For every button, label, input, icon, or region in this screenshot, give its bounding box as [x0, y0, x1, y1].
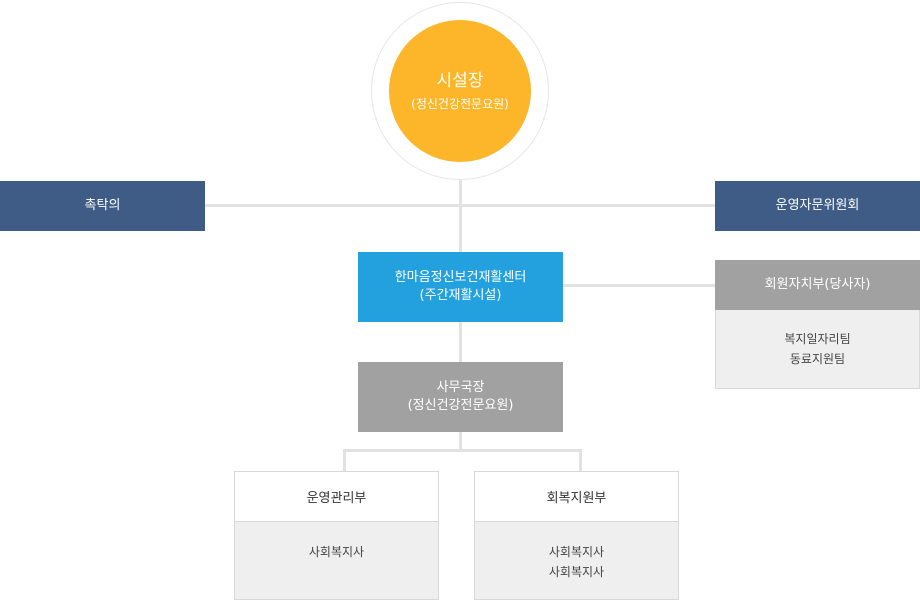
department-name: 회복지원부: [475, 472, 678, 520]
staff-item: 사회복지사: [308, 545, 365, 559]
connector-vertical-right-dept: [579, 449, 582, 471]
secretary-node: 사무국장 (정신건강전문요원): [358, 362, 563, 432]
center-name: 한마음정신보건재활센터: [394, 270, 527, 285]
director-node: 시설장 (정신건강전문요원): [389, 20, 531, 162]
secretary-title: 사무국장: [436, 380, 485, 395]
department-recovery: 회복지원부 사회복지사 사회복지사: [474, 471, 679, 600]
team-item: 복지일자리팀: [784, 332, 851, 346]
center-node: 한마음정신보건재활센터 (주간재활시설): [358, 252, 563, 322]
center-type: (주간재활시설): [419, 288, 502, 303]
left-advisor-label: 촉탁의: [84, 198, 121, 213]
director-subtitle: (정신건강전문요원): [411, 97, 509, 111]
connector-vertical-center-branch: [459, 431, 462, 451]
director-title: 시설장: [436, 71, 484, 91]
staff-item: 사회복지사: [548, 565, 605, 579]
member-council-teams: 복지일자리팀 동료지원팀: [715, 310, 920, 389]
member-council-header: 회원자치부(당사자): [715, 260, 920, 310]
department-staff: 사회복지사 사회복지사: [475, 521, 678, 599]
member-council-title: 회원자치부(당사자): [764, 277, 871, 292]
secretary-subtitle: (정신건강전문요원): [407, 398, 514, 413]
team-item: 동료지원팀: [789, 352, 846, 366]
advisory-committee-node: 운영자문위원회: [715, 181, 920, 231]
staff-item: 사회복지사: [548, 545, 605, 559]
connector-horizontal-branch: [343, 449, 582, 452]
connector-horizontal-council: [562, 284, 715, 287]
department-name: 운영관리부: [235, 472, 438, 520]
connector-vertical-left-dept: [343, 449, 346, 471]
department-staff: 사회복지사: [235, 521, 438, 599]
left-advisor-node: 촉탁의: [0, 181, 205, 231]
department-operations: 운영관리부 사회복지사: [234, 471, 439, 600]
connector-horizontal-top: [205, 204, 715, 207]
advisory-committee-label: 운영자문위원회: [775, 198, 860, 213]
